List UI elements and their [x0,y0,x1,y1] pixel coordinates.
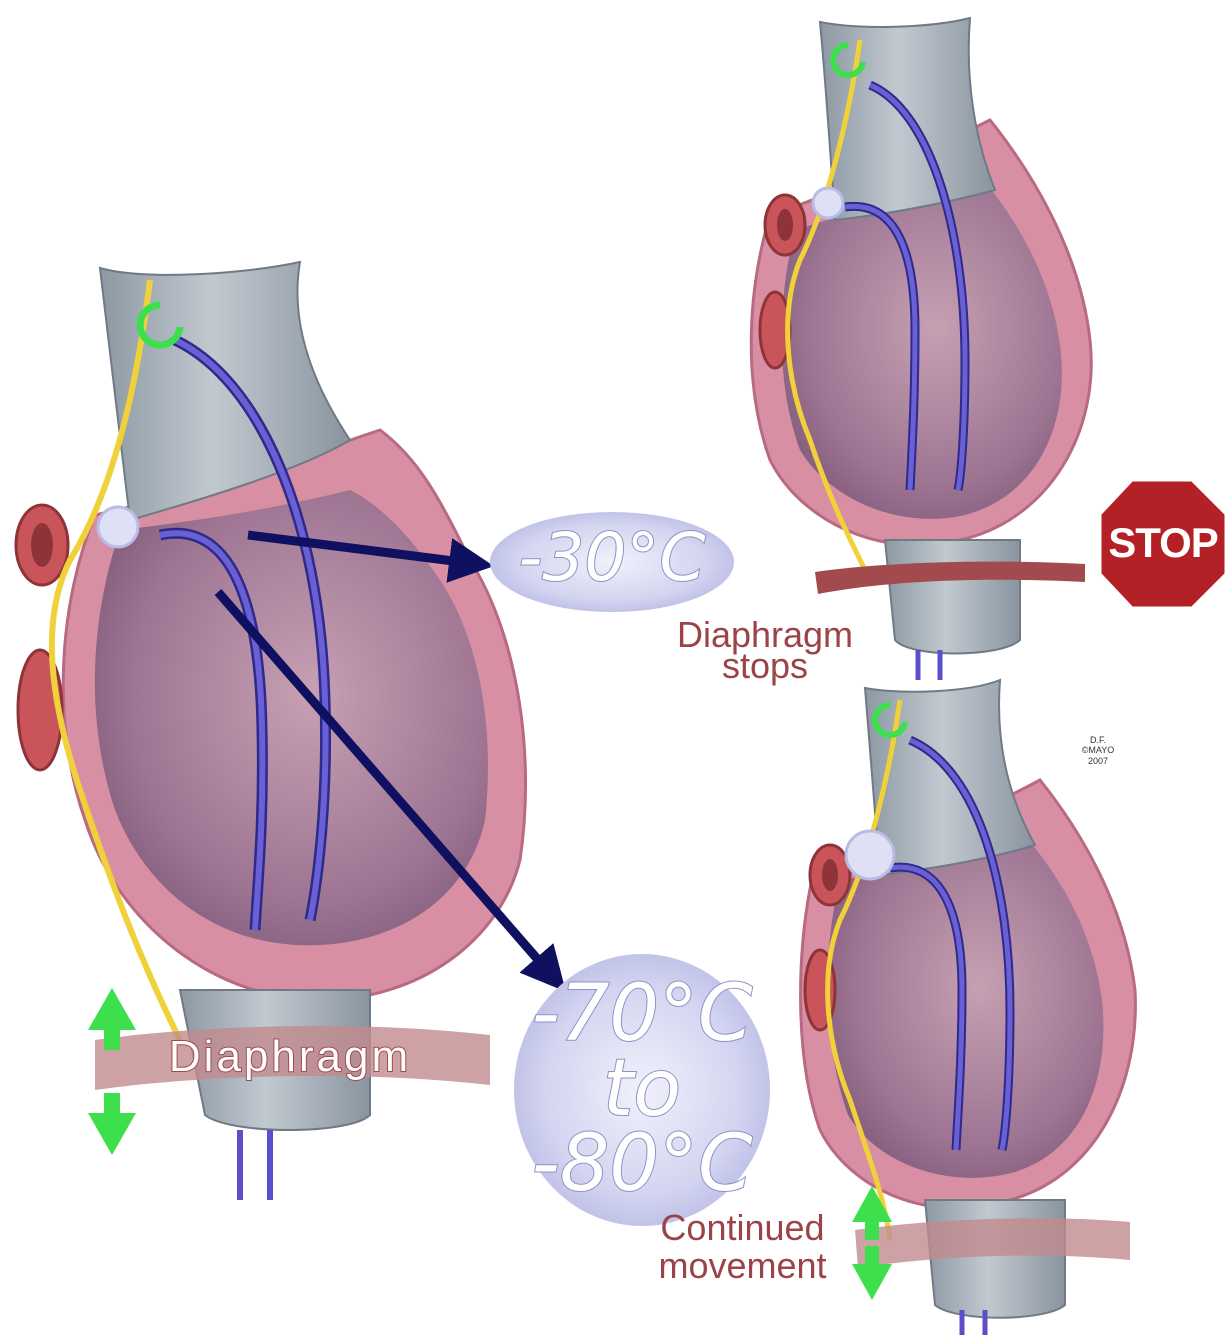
continued-movement-label-line1: Continued [630,1210,855,1246]
artist-signature: D.F. ©MAYO 2007 [1068,735,1128,766]
cold-temp-label-line2: to [514,1050,770,1128]
signature-line-2: ©MAYO [1068,745,1128,755]
main-cryo-balloon [98,507,138,547]
cold-temp-label-line1: -70°C [514,975,770,1053]
stop-sign-label: STOP [1100,522,1226,564]
tr-inferior-vena-cava [885,540,1020,654]
signature-line-1: D.F. [1068,735,1128,745]
br-inferior-vena-cava [925,1200,1065,1318]
diaphragm-label: Diaphragm [140,1035,440,1079]
cold-temp-label-line3: -80°C [514,1125,770,1203]
continued-movement-label-line2: movement [630,1248,855,1284]
diaphragm-stops-label-line2: stops [650,648,880,684]
top-right-heart-illustration [751,18,1091,680]
signature-line-3: 2007 [1068,756,1128,766]
moderate-temp-label: -30°C [490,525,734,591]
